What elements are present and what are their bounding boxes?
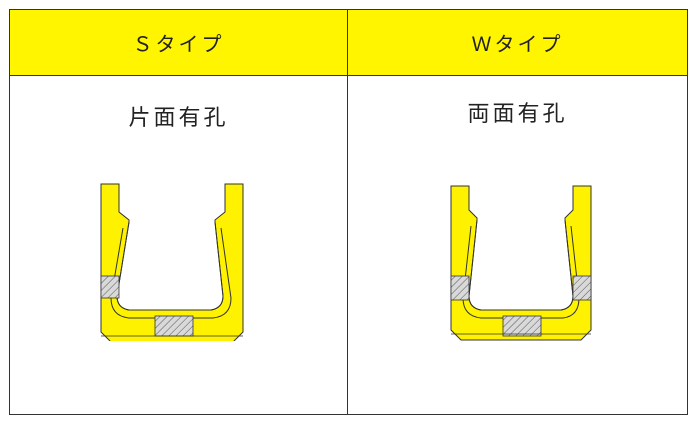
w-type-cross-section-diagram [450,185,592,341]
header-s-type: Ｓタイプ [10,10,347,76]
column-divider [347,10,348,414]
header-w-type: Ｗタイプ [348,10,687,76]
w-type-left-side-hole [450,275,470,301]
comparison-table: Ｓタイプ Ｗタイプ 片面有孔 両面有孔 [9,9,688,415]
label-w-type: 両面有孔 [467,102,568,127]
w-type-right-side-hole [572,275,592,301]
s-type-cross-section-diagram [100,183,244,341]
w-type-bottom-hole [502,315,542,337]
label-s-type: 片面有孔 [128,106,229,131]
s-type-bottom-hole [154,315,194,337]
s-type-side-hole [100,275,120,299]
